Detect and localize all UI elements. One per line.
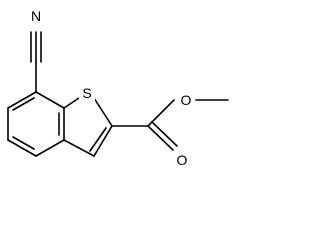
ester-o-single-label: O (181, 92, 192, 108)
ring-bond (35, 139, 65, 157)
thiophene-ring (63, 97, 113, 157)
ring-double-bond (89, 127, 107, 152)
thiophene-s-label: S (82, 85, 91, 101)
atom-s: S (79, 84, 95, 102)
nitrile-group (30, 31, 42, 93)
ring-double-bond (12, 136, 35, 150)
ring-bond (63, 139, 95, 157)
atom-o-double: O (173, 151, 191, 169)
nitrile-n-label: N (31, 8, 41, 24)
ring-bond (63, 97, 80, 109)
ester-o-double-label: O (177, 152, 188, 168)
carbonyl-double-bond (147, 125, 174, 151)
carbonyl-double-bond-inner (151, 121, 178, 147)
ring-bond (93, 125, 113, 157)
ring-double-bond (12, 97, 35, 111)
structure-diagram: N S O O (7, 7, 229, 169)
atom-o-single: O (177, 91, 195, 109)
ring-bond (7, 139, 37, 157)
ring-bond (93, 97, 113, 127)
benzene-ring (7, 91, 65, 157)
ring-bond (7, 91, 37, 109)
ester-group (111, 99, 229, 151)
ester-oxygen-bond (147, 99, 175, 127)
atom-n: N (28, 7, 44, 25)
ring-bond (35, 91, 65, 109)
